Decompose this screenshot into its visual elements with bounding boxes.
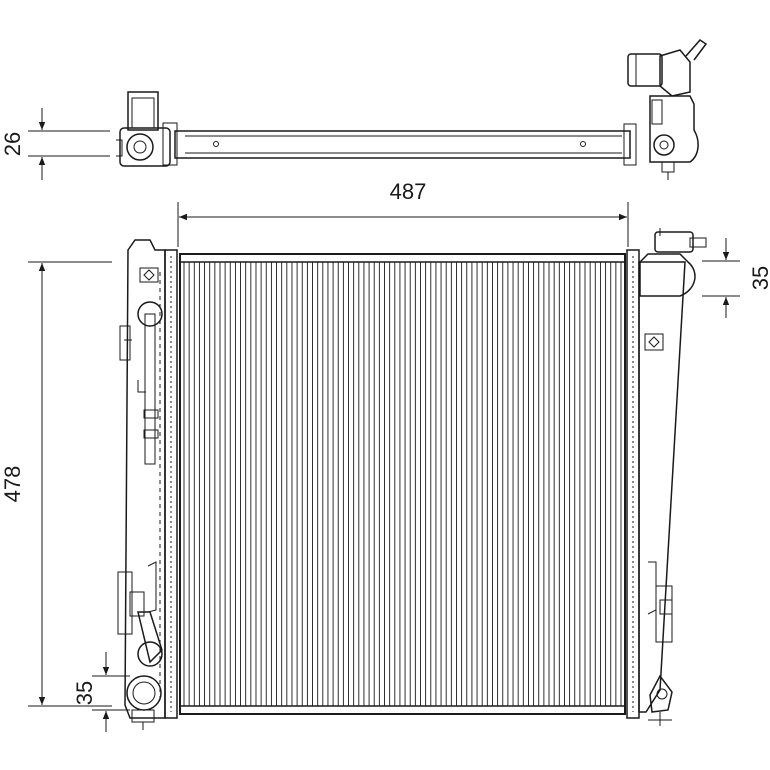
- front-view: 487: [0, 179, 770, 732]
- left-outlet: [126, 675, 162, 730]
- right-tank: [638, 228, 707, 726]
- dimension-core-height: 478: [0, 261, 112, 707]
- top-view-bar: [174, 130, 631, 159]
- left-tank: [117, 239, 166, 719]
- top-view-bolt-hole: [580, 141, 586, 147]
- top-view-bolt-hole: [213, 141, 219, 147]
- radiator-core: [179, 253, 626, 715]
- dimension-label-core-width: 487: [390, 179, 427, 204]
- dimension-left-outlet: 35: [72, 652, 130, 732]
- dimension-label-left-outlet: 35: [72, 681, 97, 705]
- top-view: 26: [0, 39, 708, 180]
- dimension-core-width: 487: [177, 179, 629, 247]
- dimension-top-height: 26: [0, 108, 110, 180]
- dimension-label-core-height: 478: [0, 466, 25, 503]
- top-view-right-tank: [623, 39, 708, 180]
- core-fins: [183, 262, 622, 706]
- dimension-label-right-outlet: 35: [748, 266, 770, 290]
- dimension-right-outlet: 35: [702, 238, 770, 318]
- top-view-left-tank: [116, 91, 178, 167]
- dimension-label-top-height: 26: [0, 132, 25, 156]
